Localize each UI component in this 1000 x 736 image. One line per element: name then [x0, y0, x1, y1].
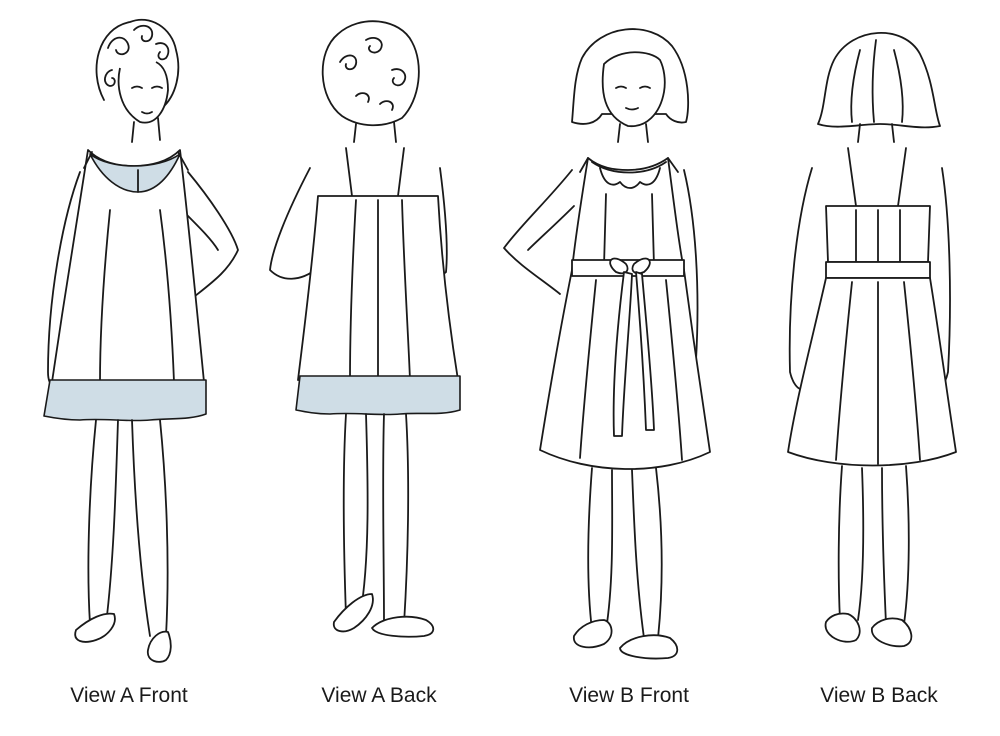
- yoke-accent: [89, 153, 181, 193]
- figure-view-a-back: [269, 20, 461, 638]
- caption-view-a-front: View A Front: [70, 684, 188, 707]
- caption-view-b-back: View B Back: [820, 684, 938, 707]
- figure-view-a-front: [43, 18, 239, 663]
- ruffle-hem-accent: [43, 379, 207, 422]
- caption-view-b-front: View B Front: [569, 684, 689, 707]
- figure-view-b-back: [787, 32, 957, 648]
- curly-hair-front: [95, 18, 180, 109]
- figure-view-b-front: [503, 28, 711, 660]
- caption-view-a-back: View A Back: [321, 684, 437, 707]
- ruffle-hem-back-accent: [295, 375, 461, 416]
- curly-hair-back: [321, 20, 420, 127]
